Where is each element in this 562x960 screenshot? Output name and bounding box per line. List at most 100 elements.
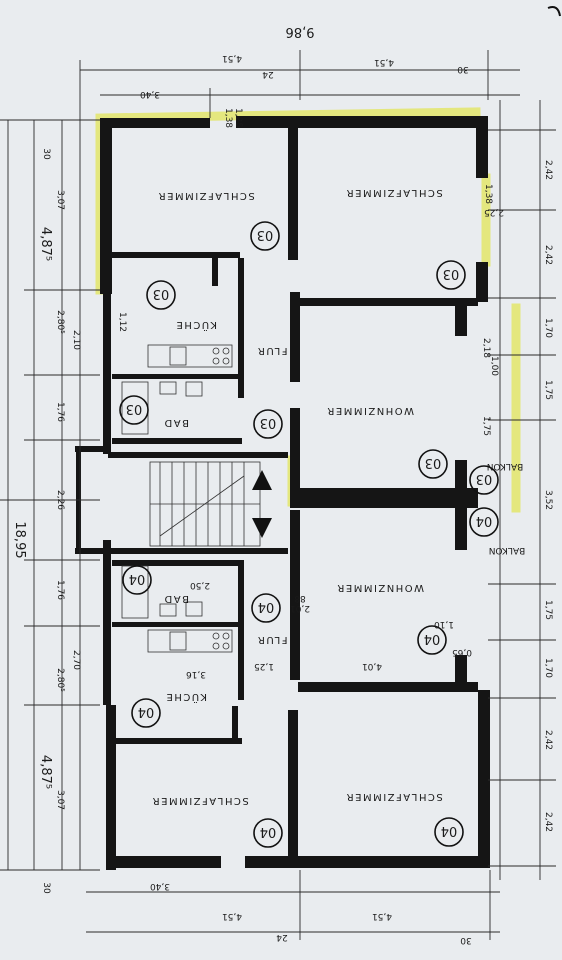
svg-text:03: 03 <box>153 286 170 301</box>
room-wohnzimmer-upper: WOHNZIMMER <box>326 405 414 416</box>
room-schlafzimmer-upper-left: SCHLAFZIMMER <box>157 190 255 201</box>
staircase <box>149 461 272 547</box>
dim-top-right: 4,51 <box>374 57 394 67</box>
dim-top-24: 24 <box>262 69 274 79</box>
svg-text:04: 04 <box>476 513 493 528</box>
unit-marker-04: 04 <box>253 818 283 848</box>
dimension-labels: 9,86 4,51 4,51 3,40 24 30 1,25 1,38 3,40… <box>12 24 553 945</box>
bath-fixtures-upper <box>121 381 203 435</box>
kitchen-fixtures-lower <box>147 629 233 653</box>
unit-marker-03: 03 <box>250 221 280 251</box>
dim-win-218: 2,18 <box>481 338 491 358</box>
svg-text:03: 03 <box>260 415 277 430</box>
corner-mark <box>547 6 561 17</box>
dim-left-280-b: 2,80⁵ <box>55 668 65 692</box>
dimension-lines <box>0 50 556 940</box>
unit-marker-04: 04 <box>469 507 499 537</box>
svg-text:04: 04 <box>260 824 277 839</box>
dim-left-total: 18,95 <box>12 521 27 558</box>
dim-win-110: 1,10 <box>434 619 454 629</box>
dim-left-30-a: 30 <box>41 148 51 160</box>
room-labels-upper: SCHLAFZIMMER SCHLAFZIMMER KÜCHE FLUR BAD… <box>157 187 523 471</box>
room-bad-lower: BAD <box>163 593 189 604</box>
unit-marker-04: 04 <box>131 698 161 728</box>
unit-marker-03: 03 <box>469 465 499 495</box>
dim-top-mid: 4,51 <box>222 53 242 63</box>
dim-left-176-b: 1,76 <box>55 580 65 600</box>
dim-top-window: 1,25 <box>233 108 243 128</box>
stair-down-arrow-icon <box>252 518 272 538</box>
dim-bad-250: 2,50 <box>190 580 210 590</box>
svg-text:04: 04 <box>138 704 155 719</box>
dim-left-210: 2,10 <box>71 330 81 350</box>
unit-marker-03: 03 <box>253 409 283 439</box>
room-kueche-upper: KÜCHE <box>175 319 217 332</box>
room-bad-upper: BAD <box>163 417 189 428</box>
walls <box>75 116 490 870</box>
svg-text:04: 04 <box>424 631 441 646</box>
dim-left-upper: 4,87⁵ <box>38 227 53 261</box>
dim-bottom-right: 4,51 <box>372 911 392 921</box>
dim-top-left: 3,40 <box>140 89 160 99</box>
unit-marker-04: 04 <box>417 625 447 655</box>
dim-win-065: 0,65 <box>452 647 472 657</box>
dim-left-307-b: 3,07 <box>55 790 65 810</box>
dim-right-352: 3,52 <box>543 490 553 510</box>
dim-top-total: 9,86 <box>286 24 315 39</box>
dim-win-112: 1,12 <box>117 312 127 332</box>
dim-right-175-a: 1,75 <box>543 380 553 400</box>
unit-marker-04: 04 <box>122 565 152 595</box>
dim-left-280-a: 2,80⁵ <box>55 310 65 334</box>
dim-top-30: 30 <box>457 64 469 74</box>
unit-markers: 03 03 03 03 03 03 03 04 04 04 04 04 04 0… <box>119 221 499 848</box>
unit-marker-04: 04 <box>251 593 281 623</box>
room-schlafzimmer-lower-right: SCHLAFZIMMER <box>345 791 443 802</box>
unit-marker-03: 03 <box>436 260 466 290</box>
dim-left-270: 2,70 <box>71 650 81 670</box>
dim-right-242-d: 2,42 <box>543 812 553 832</box>
dim-left-226: 2,26 <box>55 490 65 510</box>
dim-left-307-a: 3,07 <box>55 190 65 210</box>
dim-win-225: 2,25 <box>484 207 504 217</box>
dim-right-242-b: 2,42 <box>543 245 553 265</box>
dim-door-201: 2,01 <box>290 603 310 613</box>
dim-bottom-24: 24 <box>276 932 288 942</box>
dim-door-88: 88 <box>294 593 306 603</box>
svg-text:03: 03 <box>257 227 274 242</box>
room-schlafzimmer-lower-left: SCHLAFZIMMER <box>151 795 249 806</box>
svg-text:04: 04 <box>129 571 146 586</box>
room-schlafzimmer-upper-right: SCHLAFZIMMER <box>345 187 443 198</box>
dim-right-170-b: 1,70 <box>543 658 553 678</box>
svg-text:04: 04 <box>441 823 458 838</box>
unit-marker-03: 03 <box>418 449 448 479</box>
dim-left-30-b: 30 <box>41 882 51 894</box>
room-flur-lower: FLUR <box>256 634 287 645</box>
room-labels-lower: BALKON WOHNZIMMER BAD FLUR KÜCHE SCHLAFZ… <box>151 545 525 806</box>
svg-text:03: 03 <box>126 401 143 416</box>
dim-win-175: 1,75 <box>481 416 491 436</box>
dim-right-170-a: 1,70 <box>543 318 553 338</box>
room-balkon-lower: BALKON <box>489 545 526 555</box>
svg-text:04: 04 <box>258 599 275 614</box>
dim-bottom-left: 3,40 <box>150 881 170 891</box>
dim-left-lower: 4,87⁵ <box>38 755 53 789</box>
dim-win-125: 1,25 <box>254 661 274 671</box>
unit-marker-04: 04 <box>434 817 464 847</box>
dim-bottom-total: 4,51 <box>222 911 242 921</box>
stair-up-arrow-icon <box>252 470 272 490</box>
dim-win-100: 1,00 <box>489 356 499 376</box>
unit-marker-03: 03 <box>146 280 176 310</box>
kitchen-fixtures-upper <box>147 344 233 368</box>
unit-marker-03: 03 <box>119 395 149 425</box>
dim-right-175-b: 1,75 <box>543 600 553 620</box>
dim-right-242-c: 2,42 <box>543 730 553 750</box>
dim-left-176-a: 1,76 <box>55 402 65 422</box>
dim-wz-401: 4,01 <box>362 661 382 671</box>
dim-kueche-316: 3,16 <box>186 669 206 679</box>
dim-top-window-h: 1,38 <box>223 108 233 128</box>
dim-right-242-a: 2,42 <box>543 160 553 180</box>
svg-text:03: 03 <box>476 471 493 486</box>
dim-win-138: 1,38 <box>483 184 493 204</box>
